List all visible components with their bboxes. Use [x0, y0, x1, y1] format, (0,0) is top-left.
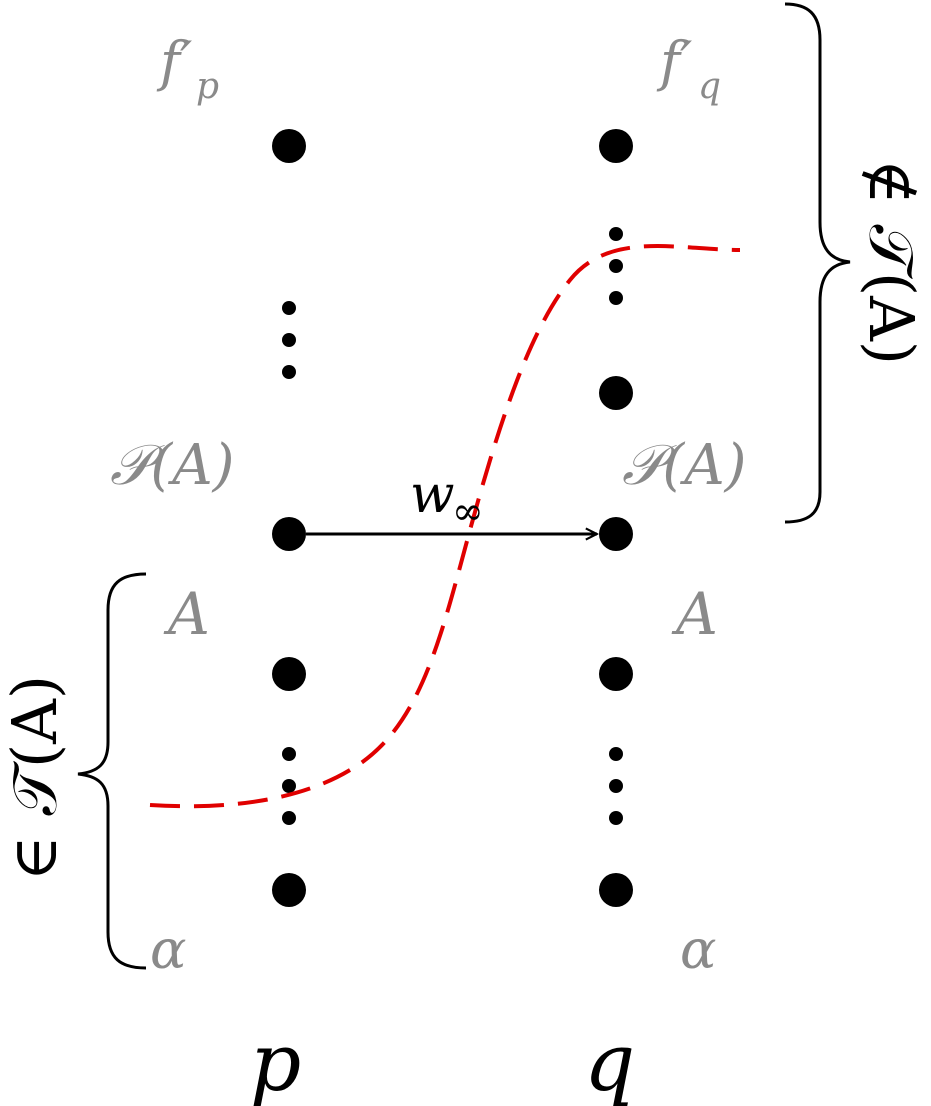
label-q-a: A — [671, 580, 718, 648]
left-brace — [77, 572, 147, 970]
node-p-top — [272, 129, 306, 163]
ellipsis-dot — [282, 333, 296, 347]
brace-label-in: ∈ 𝒯(A) — [0, 675, 71, 881]
ellipsis-dot — [609, 227, 623, 241]
label-p-a: A — [163, 580, 210, 648]
column-label-p: p — [250, 1016, 301, 1106]
ellipsis-dot — [282, 365, 296, 379]
node-q-top — [599, 129, 633, 163]
cut-curve — [149, 244, 741, 809]
node-q-mid — [599, 376, 633, 410]
ellipsis-dot — [282, 747, 296, 761]
label-q-alpha: α — [680, 918, 716, 981]
edge-label: w — [410, 465, 455, 525]
ellipsis-dot — [609, 291, 623, 305]
ellipsis-dot — [282, 301, 296, 315]
edge-label-sub: ∞ — [452, 489, 484, 533]
label-p-powerset: 𝒫(A) — [110, 433, 235, 498]
node-q-a — [599, 657, 633, 691]
column-label-q: q — [584, 1016, 635, 1106]
label-fq: f′ — [656, 30, 692, 93]
ellipsis-dot — [609, 747, 623, 761]
brace-label-not-in: ∉ 𝒯(A) — [855, 159, 928, 365]
label-fp: f′ — [156, 30, 192, 93]
node-q-alpha — [599, 873, 633, 907]
ellipsis-dot — [282, 779, 296, 793]
right-brace — [784, 2, 851, 524]
label-fq-sub: q — [698, 66, 721, 107]
ellipsis-dot — [609, 779, 623, 793]
node-p-alpha — [272, 873, 306, 907]
node-p-powerset — [272, 517, 306, 551]
node-p-a — [272, 657, 306, 691]
label-q-powerset: 𝒫(A) — [622, 433, 747, 498]
ellipsis-dot — [609, 259, 623, 273]
label-fp-sub: p — [196, 66, 219, 107]
node-q-powerset — [599, 517, 633, 551]
ellipsis-dot — [609, 811, 623, 825]
ellipsis-dot — [282, 811, 296, 825]
label-p-alpha: α — [150, 918, 186, 981]
